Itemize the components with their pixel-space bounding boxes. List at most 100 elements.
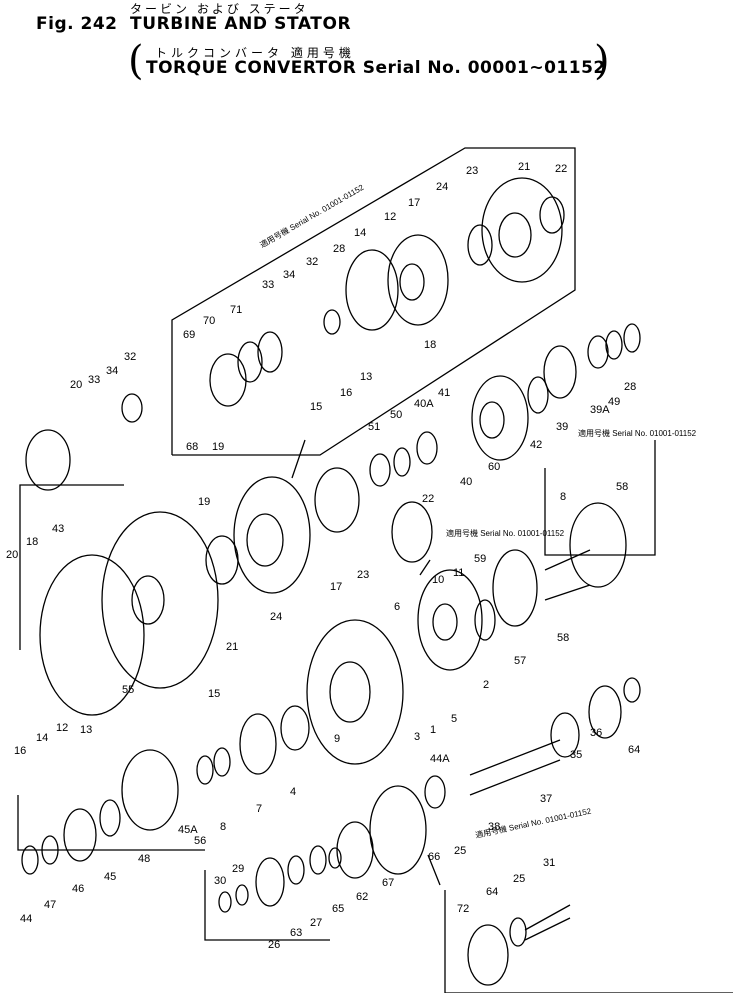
part-label-49: 49: [608, 396, 620, 408]
part-label-20: 20: [6, 549, 18, 561]
part-label-21: 21: [518, 161, 530, 173]
inset-panel-right: [544, 440, 656, 556]
part-label-33: 33: [88, 374, 100, 386]
gasket-top: [345, 249, 399, 331]
cover-large: [101, 511, 219, 689]
part-label-15: 15: [310, 401, 322, 413]
part-label-57: 57: [514, 655, 526, 667]
part-56: [213, 747, 231, 777]
serial-callout-3: 適用号機 Serial No. 01001-01152: [446, 528, 565, 538]
part-47: [63, 808, 97, 862]
bearing-top-2: [323, 309, 341, 335]
left-paren: (: [128, 38, 144, 84]
part-label-4: 4: [290, 786, 296, 798]
part-45a: [196, 755, 214, 785]
part-label-42: 42: [530, 439, 542, 451]
part-26: [287, 855, 305, 885]
part-label-14: 14: [354, 227, 366, 239]
part-label-31: 31: [543, 857, 555, 869]
part-51: [393, 447, 411, 477]
turbine-top: [481, 177, 563, 283]
part-label-60: 60: [488, 461, 500, 473]
part-27: [328, 847, 342, 869]
ring-top: [467, 224, 493, 266]
shaft-25-bottom: [469, 759, 561, 796]
part-label-28: 28: [624, 381, 636, 393]
part-label-46: 46: [72, 883, 84, 895]
part-label-7: 7: [256, 803, 262, 815]
shaft-55-top: [544, 549, 591, 571]
part-label-16: 16: [14, 745, 26, 757]
right-paren: ): [594, 38, 610, 84]
part-label-33: 33: [262, 279, 274, 291]
hub-45: [121, 749, 179, 831]
turbine-top-hub: [498, 212, 532, 258]
figure-subtitle: TORQUE CONVERTOR Serial No. 00001~01152: [146, 58, 606, 78]
part-label-26: 26: [268, 939, 280, 951]
part-63: [309, 845, 327, 875]
shaft-55-bottom: [544, 584, 591, 601]
arrow-up-2: [419, 559, 431, 576]
part-label-5: 5: [451, 713, 457, 725]
ring-gear: [39, 554, 145, 716]
part-49: [623, 323, 641, 353]
plate-8: [239, 713, 277, 775]
stator-40-hub: [479, 401, 505, 439]
shaft-25b-bottom: [524, 917, 571, 941]
part-label-18: 18: [26, 536, 38, 548]
part-36: [623, 677, 641, 703]
part-label-58: 58: [557, 632, 569, 644]
subtitle-japanese: トルクコンバータ 適用号機: [155, 46, 355, 60]
ring-65: [336, 821, 374, 879]
part-label-44a: 44A: [430, 753, 450, 765]
part-label-16: 16: [340, 387, 352, 399]
ring-58: [492, 549, 538, 627]
part-label-62: 62: [0, 0, 12, 3]
part-label-36: 36: [590, 727, 602, 739]
bearing-left: [121, 393, 143, 423]
part-label-63: 63: [290, 927, 302, 939]
part-label-23: 23: [466, 165, 478, 177]
shim-b: [237, 341, 263, 383]
part-label-22: 22: [422, 493, 434, 505]
flange-62: [369, 785, 427, 875]
part-31: [218, 891, 232, 913]
figure-title: TURBINE AND STATOR: [130, 14, 352, 34]
hub-left: [25, 429, 71, 491]
part-37: [550, 712, 580, 758]
part-label-48: 48: [138, 853, 150, 865]
part-label-64: 64: [486, 886, 498, 898]
gear-6: [417, 569, 483, 671]
ring-23: [314, 467, 360, 533]
part-label-58: 58: [616, 481, 628, 493]
part-label-17: 17: [330, 581, 342, 593]
part-label-41: 41: [438, 387, 450, 399]
inset-panel-bottom-left: [204, 870, 330, 941]
part-label-47: 47: [44, 899, 56, 911]
part-label-10: 10: [432, 574, 444, 586]
part-44a: [21, 845, 39, 875]
inset-panel-bottom: [444, 890, 733, 993]
part-50: [416, 431, 438, 465]
part-label-25: 25: [513, 873, 525, 885]
part-label-43: 43: [52, 523, 64, 535]
bearing-top: [539, 196, 565, 234]
part-label-51: 51: [368, 421, 380, 433]
part-label-29: 29: [232, 863, 244, 875]
part-label-32: 32: [306, 256, 318, 268]
turbine-21: [233, 476, 311, 594]
part-46: [99, 799, 121, 837]
part-label-55: 55: [122, 684, 134, 696]
turbine-21-hub: [246, 513, 284, 567]
part-42: [543, 345, 577, 399]
serial-callout-2: 適用号機 Serial No. 01001-01152: [578, 428, 697, 438]
shaft-25b-top: [524, 904, 571, 931]
inset-panel-mid-left: [19, 484, 124, 650]
part-label-18: 18: [424, 339, 436, 351]
part-label-22: 22: [555, 163, 567, 175]
part-label-27: 27: [310, 917, 322, 929]
part-label-1: 1: [430, 724, 436, 736]
part-label-2: 2: [483, 679, 489, 691]
